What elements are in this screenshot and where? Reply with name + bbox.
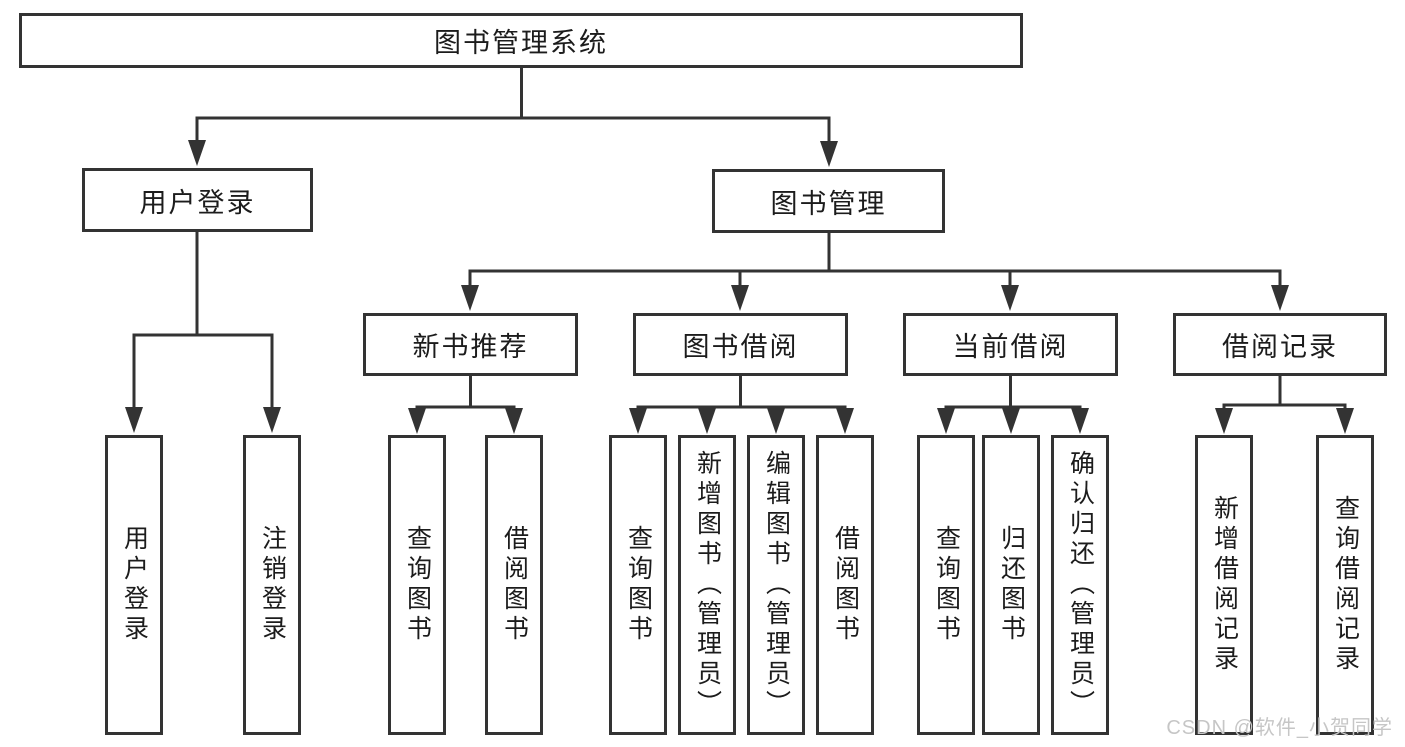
leaf-borrow-borrow-book: 借阅图书 xyxy=(816,435,874,735)
leaf-records-query-record-label: 查询借阅记录 xyxy=(1331,495,1360,675)
leaf-records-add-record-label: 新增借阅记录 xyxy=(1210,495,1239,675)
connector-user-login-to-leaves xyxy=(125,232,281,433)
leaf-current-query-book-label: 查询图书 xyxy=(932,525,961,645)
leaf-current-confirm-return-admin: 确认归还（管理员） xyxy=(1051,435,1109,735)
leaf-current-return-book: 归还图书 xyxy=(982,435,1040,735)
connector-book-borrow-to-leaves xyxy=(629,376,854,434)
leaf-current-query-book: 查询图书 xyxy=(917,435,975,735)
leaf-current-confirm-return-admin-label: 确认归还（管理员） xyxy=(1066,450,1095,720)
leaf-user-login: 用户登录 xyxy=(105,435,163,735)
leaf-current-return-book-label: 归还图书 xyxy=(997,525,1026,645)
leaf-borrow-query-book: 查询图书 xyxy=(609,435,667,735)
node-book-borrow: 图书借阅 xyxy=(633,313,848,376)
connector-book-mgmt-to-level3 xyxy=(461,233,1289,311)
csdn-watermark: CSDN @软件_小贺同学 xyxy=(1166,717,1393,739)
leaf-borrow-borrow-book-label: 借阅图书 xyxy=(831,525,860,645)
leaf-user-login-label: 用户登录 xyxy=(120,525,149,645)
leaf-borrow-query-book-label: 查询图书 xyxy=(624,525,653,645)
leaf-logout: 注销登录 xyxy=(243,435,301,735)
leaf-newrec-query-book-label: 查询图书 xyxy=(403,525,432,645)
node-new-book-recommend-label: 新书推荐 xyxy=(412,332,529,362)
leaf-records-query-record: 查询借阅记录 xyxy=(1316,435,1374,735)
node-book-borrow-label: 图书借阅 xyxy=(682,332,799,362)
node-current-borrow: 当前借阅 xyxy=(903,313,1118,376)
node-borrow-records: 借阅记录 xyxy=(1173,313,1387,376)
connector-root-to-level2 xyxy=(188,68,838,167)
leaf-borrow-add-book-admin: 新增图书（管理员） xyxy=(678,435,736,735)
connector-current-borrow-to-leaves xyxy=(937,376,1089,434)
node-book-management: 图书管理 xyxy=(712,169,945,233)
leaf-borrow-add-book-admin-label: 新增图书（管理员） xyxy=(693,450,722,720)
node-new-book-recommend: 新书推荐 xyxy=(363,313,578,376)
node-borrow-records-label: 借阅记录 xyxy=(1222,332,1338,362)
leaf-newrec-query-book: 查询图书 xyxy=(388,435,446,735)
leaf-borrow-edit-book-admin: 编辑图书（管理员） xyxy=(747,435,805,735)
leaf-newrec-borrow-book-label: 借阅图书 xyxy=(500,525,529,645)
leaf-records-add-record: 新增借阅记录 xyxy=(1195,435,1253,735)
leaf-borrow-edit-book-admin-label: 编辑图书（管理员） xyxy=(762,450,791,720)
node-user-login: 用户登录 xyxy=(82,168,313,232)
node-system-root-label: 图书管理系统 xyxy=(434,28,608,58)
node-book-management-label: 图书管理 xyxy=(770,188,887,219)
node-system-root: 图书管理系统 xyxy=(19,13,1023,68)
leaf-newrec-borrow-book: 借阅图书 xyxy=(485,435,543,735)
leaf-logout-label: 注销登录 xyxy=(258,525,287,645)
connector-new-rec-to-leaves xyxy=(408,376,523,434)
node-user-login-label: 用户登录 xyxy=(139,187,256,218)
node-current-borrow-label: 当前借阅 xyxy=(952,332,1069,362)
connector-borrow-records-to-leaves xyxy=(1215,376,1354,434)
